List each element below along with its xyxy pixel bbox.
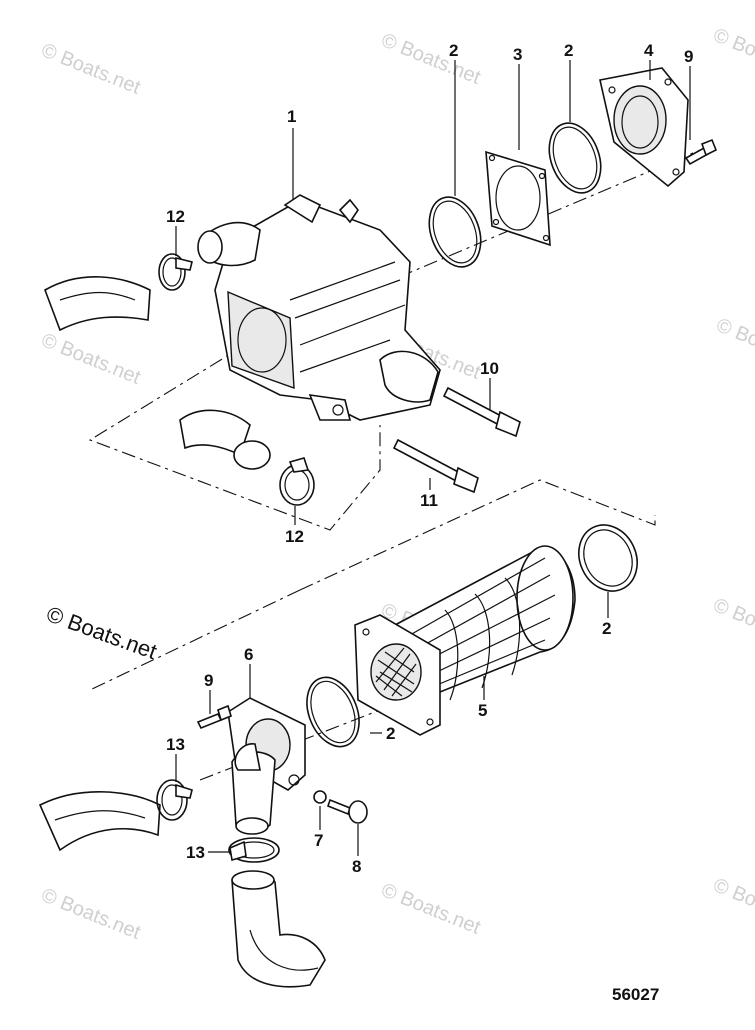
- hose-bottom: [231, 870, 326, 988]
- callout-5: 5: [478, 701, 487, 720]
- watermark: © Boats.net: [38, 884, 144, 944]
- watermark: © Boats.net: [38, 329, 144, 389]
- callout-12: 12: [285, 527, 304, 546]
- callout-9: 9: [204, 671, 213, 690]
- watermark: © Boats.net: [378, 879, 484, 939]
- callout-2: 2: [602, 619, 611, 638]
- figure-number: 56027: [612, 985, 659, 1004]
- part-7-washer: [313, 790, 327, 804]
- watermark: © Boats.net: [710, 594, 755, 654]
- callout-11: 11: [420, 491, 438, 510]
- part-2-oring-c: [578, 524, 638, 592]
- part-12-clamp-bottom: [279, 457, 315, 506]
- part-1-housing: [197, 194, 441, 421]
- hose-middle-left: [179, 409, 271, 470]
- part-2-oring-a: [428, 196, 482, 268]
- part-5-tube-bundle: [354, 545, 576, 736]
- part-13-clamp-bottom: [228, 837, 280, 863]
- part-2-oring-b: [548, 122, 602, 194]
- watermark: © Boats.net: [710, 24, 755, 84]
- part-2-oring-d: [306, 676, 360, 748]
- watermark: © Boats.net: [38, 39, 144, 99]
- watermark: © Boats.net: [378, 29, 484, 89]
- callout-2: 2: [386, 724, 395, 743]
- callout-4: 4: [644, 41, 654, 60]
- callout-10: 10: [480, 359, 499, 378]
- callout-9: 9: [684, 47, 693, 66]
- callout-8: 8: [352, 857, 361, 876]
- callout-1: 1: [287, 107, 296, 126]
- callout-3: 3: [513, 45, 522, 64]
- part-10-bolt: [442, 386, 521, 438]
- part-9-bolt-bottom: [196, 704, 232, 730]
- callout-2: 2: [449, 41, 458, 60]
- part-6-end-cover: [227, 697, 306, 835]
- hose-bottom-left: [38, 791, 161, 852]
- part-13-clamp-left: [156, 779, 193, 821]
- hose-top-left: [44, 276, 151, 332]
- copyright-notice: © Boats.net: [43, 601, 160, 664]
- watermark: © Boats.net: [713, 314, 755, 374]
- watermark: © Boats.net: [710, 874, 755, 934]
- part-3-gasket: [485, 150, 551, 247]
- part-12-clamp-top: [158, 253, 193, 291]
- part-9-bolt-top: [684, 138, 718, 166]
- callout-12: 12: [166, 207, 185, 226]
- callout-labels: 1 2 3 2 4 9 12 10 11 12 2 6 9 13 2 5 7 8…: [166, 41, 693, 876]
- callout-2: 2: [564, 41, 573, 60]
- callout-13: 13: [166, 735, 185, 754]
- callout-7: 7: [314, 831, 323, 850]
- callout-13: 13: [186, 843, 205, 862]
- part-11-bolt: [392, 438, 479, 494]
- leader-lines: [175, 60, 691, 856]
- part-8-screw: [327, 798, 368, 824]
- part-4-flange: [599, 67, 689, 188]
- callout-6: 6: [244, 645, 253, 664]
